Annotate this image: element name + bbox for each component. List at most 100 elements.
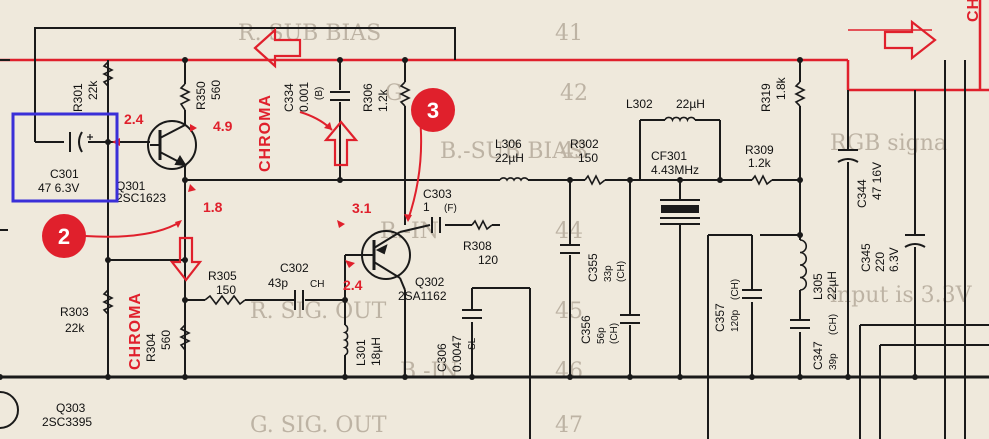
background-table: R. SUB BIAS 41 42 G B.-SUB BIAS 43 R.-IN…: [238, 21, 973, 438]
r319-value: 1.8k: [774, 76, 788, 100]
q301-ref: Q301: [116, 179, 146, 193]
r305-value: 150: [216, 283, 236, 297]
c301-symbol: [69, 131, 83, 153]
r306-symbol: [399, 81, 411, 107]
c306-symbol: [462, 309, 482, 319]
r301-value: 22k: [86, 80, 100, 100]
c301-ref: C301: [50, 167, 79, 181]
marker-3-label: 3: [427, 98, 439, 123]
marker-3: 3: [411, 88, 455, 132]
r306-ref: R306: [361, 83, 375, 112]
c345-note: 6.3V: [887, 247, 901, 272]
resistors: [102, 61, 806, 351]
bg-pin-1: 41: [555, 21, 583, 46]
l305-symbol: [799, 239, 808, 291]
bg-name-3: B.-SUB BIAS: [440, 139, 583, 164]
r303-value: 22k: [65, 321, 85, 335]
c344-ref: C344: [855, 179, 869, 208]
c306-note: SL: [467, 337, 478, 350]
component-labels: C301 47 6.3V R301 22k R350 560 Q301 2SC1…: [38, 76, 901, 429]
q301-symbol: [147, 120, 197, 170]
l301-ref: L301: [354, 339, 368, 366]
r301-symbol: [102, 61, 114, 87]
c347-ref: C347: [811, 341, 825, 370]
c301-value: 47 6.3V: [38, 181, 79, 195]
r319-ref: R319: [759, 83, 773, 112]
r302-ref: R302: [570, 137, 599, 151]
wiring: [0, 27, 989, 439]
r308-symbol: [471, 219, 493, 231]
c302-value: 43p: [268, 276, 288, 290]
c302-symbol: [294, 290, 304, 310]
c334-symbol: [330, 91, 350, 101]
bg-pin-2: 42: [560, 81, 588, 106]
c303-ref: C303: [423, 187, 452, 201]
c306-value: 0.0047: [450, 335, 464, 372]
r319-symbol: [794, 81, 806, 107]
bg-name-5: R. SIG. OUT: [250, 299, 387, 324]
l301-symbol: [342, 324, 349, 356]
chroma-label-right: CHR: [965, 0, 982, 22]
c334-value: 0.001: [297, 82, 311, 112]
q303-part: 2SC3395: [42, 415, 92, 429]
c334-note: (B): [314, 87, 325, 100]
l302-value: 22µH: [676, 97, 705, 111]
r350-symbol: [179, 83, 191, 111]
r350-ref: R350: [194, 81, 208, 110]
l306-ref: L306: [495, 137, 522, 151]
q303-ref: Q303: [56, 401, 86, 415]
r303-symbol: [102, 289, 114, 315]
inductors: [342, 116, 808, 356]
c357-note: (CH): [730, 279, 741, 300]
junctions: [0, 57, 918, 380]
c345-symbol: [904, 234, 926, 248]
cf301-value: 4.43MHz: [651, 163, 699, 177]
c356-note: (CH): [609, 323, 620, 344]
bg-side-2: input is 3.3V: [830, 283, 973, 308]
r301-ref: R301: [71, 83, 85, 112]
l305-ref: L305: [811, 273, 825, 300]
c356-value: 56p: [596, 327, 607, 344]
q303-symbol: [0, 391, 19, 429]
red-labels: CHROMA CHROMA CHR 2.4 4.9 1.8 3.1 2.4: [124, 0, 982, 370]
pointer-lines: [84, 111, 423, 238]
q301-part: 2SC1623: [116, 191, 166, 205]
c344-value: 47 16V: [870, 162, 884, 200]
c303-note: (F): [444, 203, 457, 214]
bg-name-1: R. SUB BIAS: [238, 21, 381, 46]
bg-name-6: B.-IN: [400, 359, 459, 384]
r309-ref: R309: [745, 143, 774, 157]
c356-symbol: [620, 314, 640, 324]
c302-ref: C302: [280, 261, 309, 275]
r302-value: 150: [578, 151, 598, 165]
bg-pin-7: 47: [555, 413, 583, 438]
chroma-label-bottom: CHROMA: [127, 292, 144, 370]
q302-part: 2SA1162: [398, 289, 447, 303]
bg-side-1: RGB signa: [830, 131, 947, 156]
c302-note: CH: [310, 279, 324, 290]
bg-name-2: G: [385, 81, 403, 106]
c356-ref: C356: [579, 315, 593, 344]
cf301-ref: CF301: [651, 149, 687, 163]
capacitors: [69, 91, 926, 329]
cf301-symbol: [660, 199, 700, 225]
q302-symbol: [360, 230, 411, 280]
c301-highlight-box: [11, 112, 119, 203]
signal-arrows: [169, 19, 937, 282]
c355-note: (CH): [616, 261, 627, 282]
voltage-q301-emitter: 1.8: [203, 199, 223, 215]
voltage-q301-base: 2.4: [124, 111, 144, 127]
l306-value: 22µH: [495, 151, 524, 165]
r302-symbol: [584, 174, 606, 186]
c345-value: 220: [873, 252, 887, 272]
red-boundary: [0, 0, 989, 92]
r305-ref: R305: [208, 269, 237, 283]
c357-ref: C357: [713, 303, 727, 332]
r303-ref: R303: [60, 305, 89, 319]
chroma-label-top: CHROMA: [257, 94, 274, 172]
l302-symbol: [664, 116, 696, 123]
c355-ref: C355: [586, 253, 600, 282]
c347-value: 39p: [828, 353, 839, 370]
r304-ref: R304: [144, 333, 158, 362]
